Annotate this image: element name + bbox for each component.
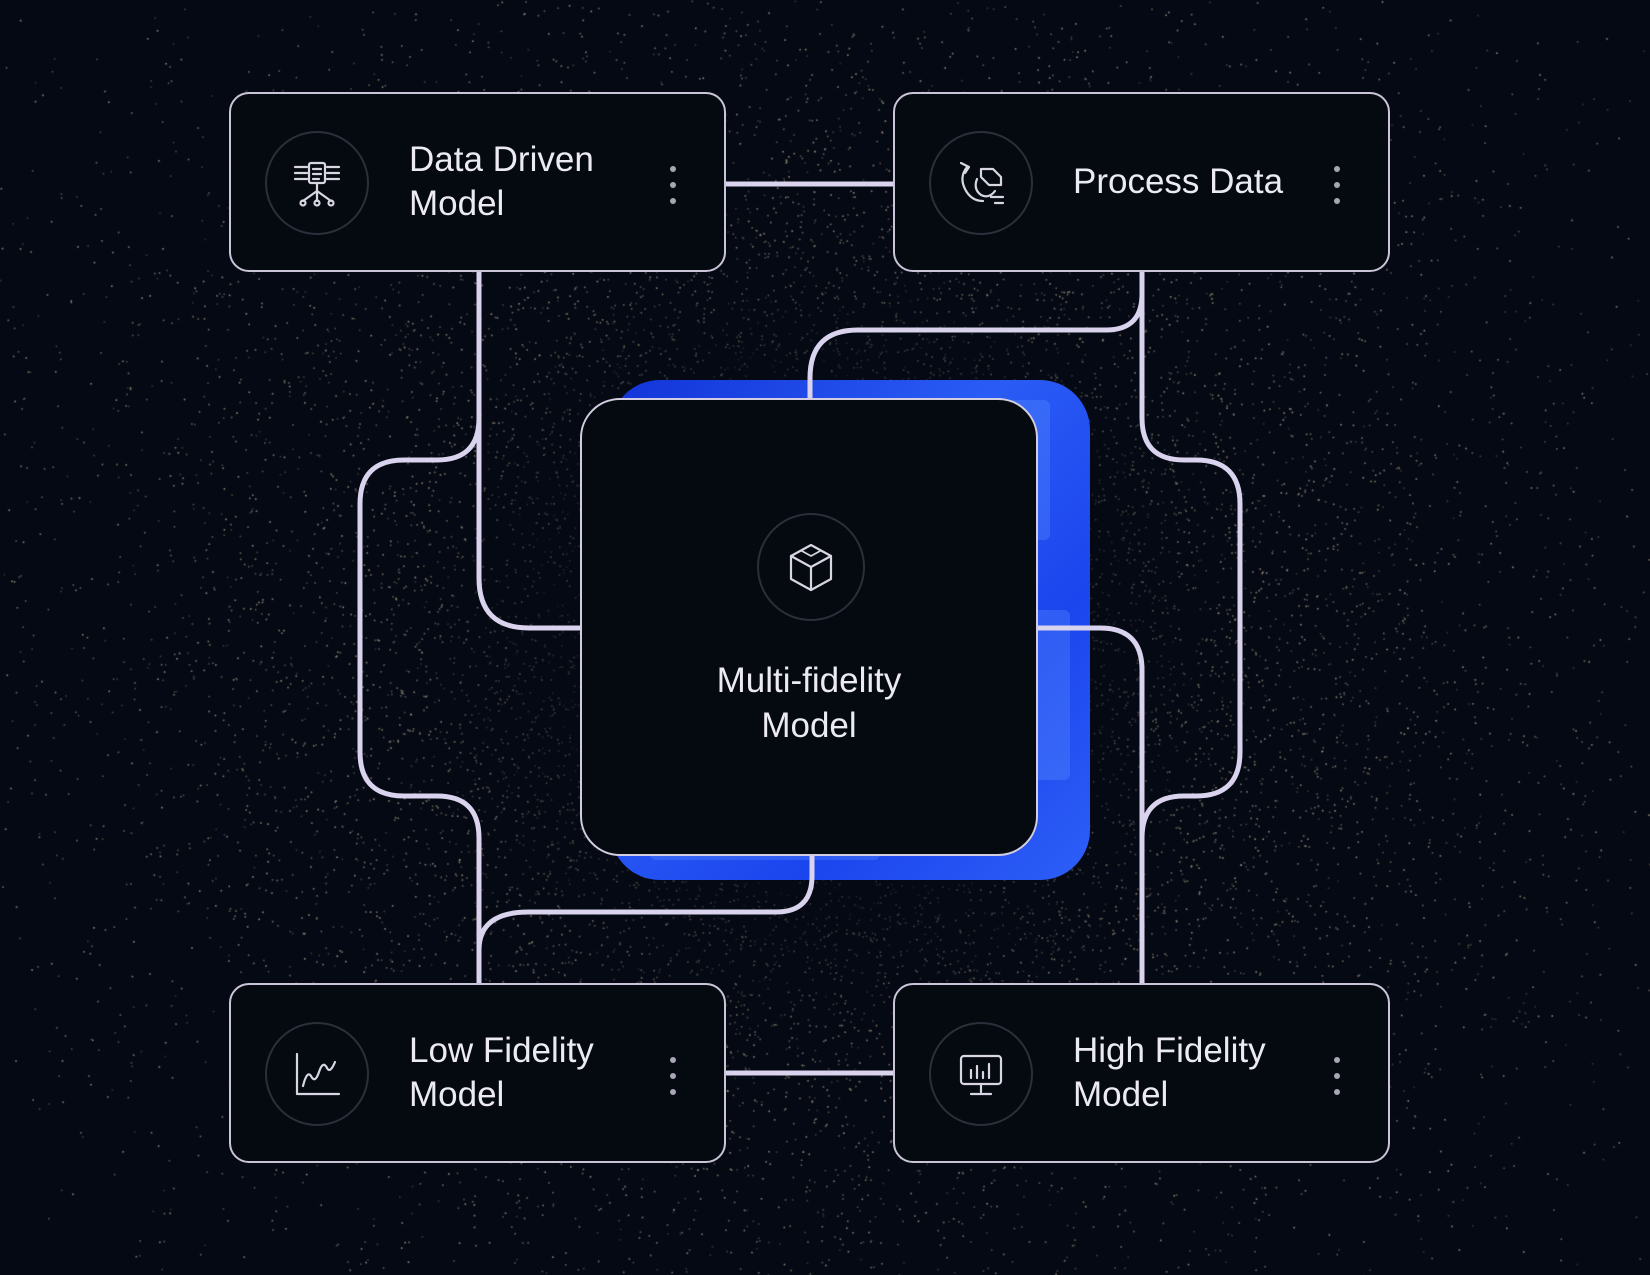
low-fidelity-model-card[interactable]: Low Fidelity Model (229, 983, 726, 1163)
node-icon-ring (929, 131, 1033, 235)
kebab-menu-icon[interactable] (668, 1057, 678, 1095)
multi-fidelity-model-card[interactable]: Multi-fidelity Model (580, 398, 1038, 856)
connector-process-to-high-fidelity (1139, 269, 1243, 986)
connector-data-driven-to-center (476, 269, 583, 631)
connector-data-driven-to-low-fidelity (357, 269, 482, 986)
data-cycle-icon (959, 161, 1005, 205)
node-label: Process Data (1073, 162, 1284, 201)
node-icon-ring (265, 1022, 369, 1126)
kebab-menu-icon[interactable] (668, 166, 678, 204)
process-data-card[interactable]: Process Data (893, 92, 1390, 272)
node-label: Data Driven Model (409, 140, 594, 223)
center-card-label: Multi-fidelity Model (716, 661, 902, 745)
kebab-menu-icon[interactable] (1332, 1057, 1342, 1095)
node-icon-ring (265, 131, 369, 235)
center-icon-ring (757, 513, 865, 621)
connector-center-to-low-fidelity (476, 853, 815, 986)
connector-center-to-high-fidelity (1035, 625, 1145, 986)
node-label: Low Fidelity Model (409, 1031, 594, 1114)
kebab-menu-icon[interactable] (1332, 166, 1342, 204)
node-icon-ring (929, 1022, 1033, 1126)
cube-icon (789, 543, 833, 592)
high-fidelity-model-card[interactable]: High Fidelity Model (893, 983, 1390, 1163)
node-label: High Fidelity Model (1073, 1031, 1266, 1114)
data-driven-model-card[interactable]: Data Driven Model (229, 92, 726, 272)
line-chart-icon (295, 1052, 341, 1096)
monitor-chart-icon (959, 1054, 1003, 1096)
connector-process-to-center (807, 269, 1145, 401)
neural-network-icon (293, 161, 341, 207)
